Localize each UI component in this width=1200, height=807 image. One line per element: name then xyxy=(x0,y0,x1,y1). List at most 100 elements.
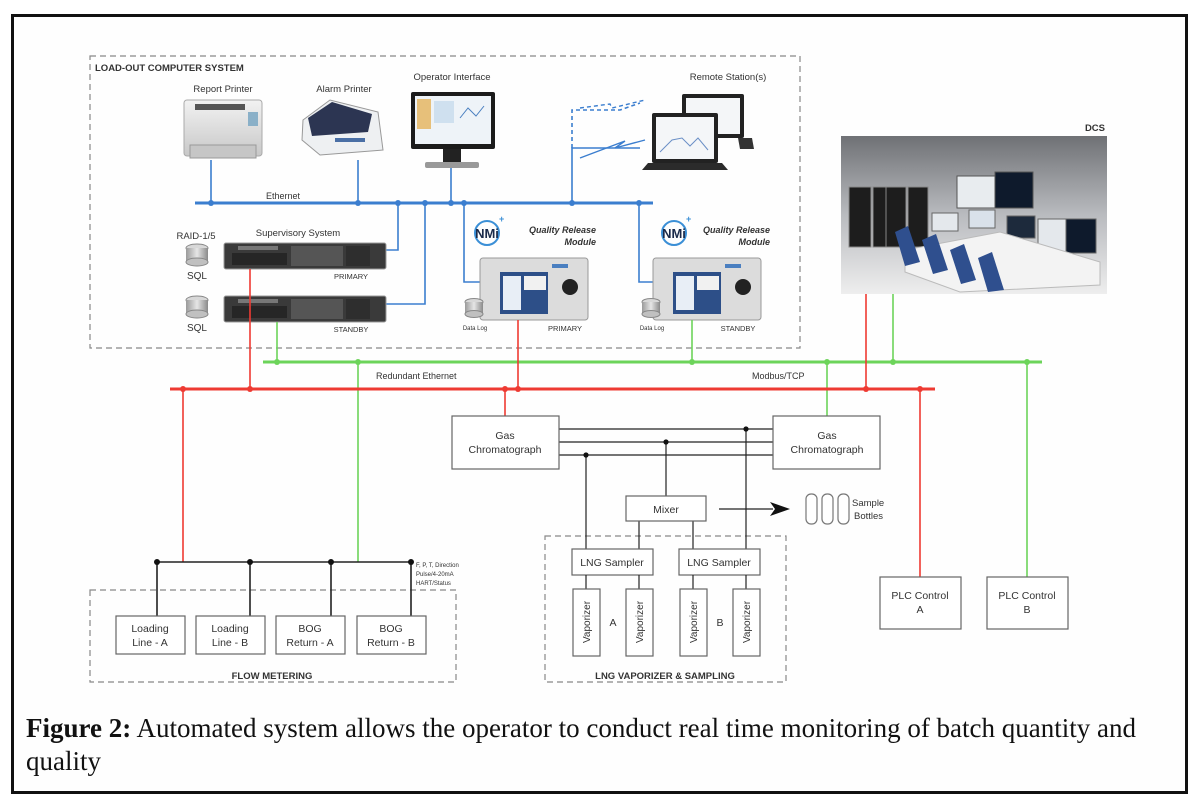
sample-bottles-label-line1: Sample xyxy=(852,498,884,509)
alarm-printer-label: Alarm Printer xyxy=(316,84,371,95)
figure-label: Figure 2: xyxy=(26,713,132,743)
sql-primary-label: SQL xyxy=(187,271,207,282)
flow-signal-junctions xyxy=(154,559,414,565)
lng-sampler-b: LNG Sampler xyxy=(678,548,761,576)
server-primary-label: PRIMARY xyxy=(334,272,368,281)
qrm-standby-label: STANDBY xyxy=(721,324,756,333)
svg-text:PLC Control: PLC Control xyxy=(891,590,948,602)
remote-station-laptop-icon xyxy=(642,94,754,170)
svg-text:Line - A: Line - A xyxy=(132,637,168,649)
svg-text:NMi: NMi xyxy=(475,226,499,241)
qrm-primary-title-line2: Module xyxy=(565,237,597,247)
meter-bog-return-a: BOG Return - A xyxy=(275,615,346,655)
svg-text:B: B xyxy=(1023,604,1030,616)
modbus-tcp-label: Modbus/TCP xyxy=(752,371,805,381)
svg-text:Chromatograph: Chromatograph xyxy=(791,444,864,456)
nmi-logo-primary-icon: NMi + xyxy=(474,214,504,246)
figure-caption: Figure 2: Automated system allows the op… xyxy=(26,712,1166,778)
raid-label: RAID-1/5 xyxy=(176,231,215,242)
qrm-primary-title-line1: Quality Release xyxy=(529,225,596,235)
qrm-standby-device-icon xyxy=(652,257,762,321)
sample-line-junctions xyxy=(583,426,749,458)
dcs-control-room-image xyxy=(841,136,1107,294)
red-network xyxy=(170,269,935,577)
flow-metering-title: FLOW METERING xyxy=(232,671,313,682)
lng-sampler-a: LNG Sampler xyxy=(571,548,654,576)
data-log-standby-label: Data Log xyxy=(640,326,664,332)
green-network-junctions xyxy=(274,359,1030,365)
meter-loading-line-b: Loading Line - B xyxy=(195,615,266,655)
gas-chromatograph-primary: Gas Chromatograph xyxy=(451,415,560,470)
vaporizer-a1: Vaporizer xyxy=(572,588,601,657)
gas-chromatograph-standby: Gas Chromatograph xyxy=(772,415,881,470)
data-log-standby-icon xyxy=(641,298,661,318)
meter-loading-line-a: Loading Line - A xyxy=(115,615,186,655)
qrm-primary-device-icon xyxy=(479,257,589,321)
data-log-primary-icon xyxy=(464,298,484,318)
svg-text:NMi: NMi xyxy=(662,226,686,241)
report-printer-icon xyxy=(183,99,263,159)
qrm-standby-title-line1: Quality Release xyxy=(703,225,770,235)
meter-bog-return-b: BOG Return - B xyxy=(356,615,427,655)
operator-interface-monitor-icon xyxy=(411,92,495,168)
data-log-primary-label: Data Log xyxy=(463,326,487,332)
svg-text:Loading: Loading xyxy=(211,623,249,635)
svg-text:Vaporizer: Vaporizer xyxy=(635,600,646,643)
signal-note-line3: HART/Status xyxy=(416,581,451,587)
vaporizer-b1: Vaporizer xyxy=(679,588,708,657)
svg-text:LNG Sampler: LNG Sampler xyxy=(687,557,751,569)
svg-text:Loading: Loading xyxy=(131,623,169,635)
figure-caption-text: Automated system allows the operator to … xyxy=(26,713,1136,776)
svg-text:Vaporizer: Vaporizer xyxy=(582,600,593,643)
vaporizer-a2: Vaporizer xyxy=(625,588,654,657)
qrm-standby-title-line2: Module xyxy=(739,237,771,247)
signal-note-line1: F, P, T, Direction xyxy=(416,563,459,569)
sample-bottles-icon xyxy=(805,493,850,525)
alarm-printer-icon xyxy=(301,99,384,156)
svg-text:Vaporizer: Vaporizer xyxy=(689,600,700,643)
nmi-logo-standby-icon: NMi + xyxy=(661,214,691,246)
vaporizer-connectors xyxy=(585,575,747,589)
supervisory-server-primary-icon xyxy=(223,242,387,270)
svg-text:Return - A: Return - A xyxy=(286,637,333,649)
vaporizer-sampling-group xyxy=(544,535,787,683)
svg-text:PLC Control: PLC Control xyxy=(998,590,1055,602)
flow-signal-bus xyxy=(156,561,412,616)
vaporizer-group-a-label: A xyxy=(609,617,616,629)
vaporizer-group-b-label: B xyxy=(716,617,723,629)
svg-text:A: A xyxy=(916,604,923,616)
report-printer-label: Report Printer xyxy=(193,84,252,95)
arrow-to-sample-bottles-icon xyxy=(770,502,790,516)
vaporizer-b2: Vaporizer xyxy=(732,588,761,657)
svg-text:Mixer: Mixer xyxy=(653,504,679,516)
redundant-ethernet-label: Redundant Ethernet xyxy=(376,371,457,381)
sample-bottles-label-line2: Bottles xyxy=(854,511,883,522)
flow-metering-group xyxy=(89,589,457,683)
supervisory-server-standby-icon xyxy=(223,295,387,323)
svg-text:Return - B: Return - B xyxy=(367,637,415,649)
ethernet-junctions xyxy=(208,200,642,206)
svg-text:Line - B: Line - B xyxy=(212,637,248,649)
server-standby-label: STANDBY xyxy=(334,325,369,334)
svg-text:BOG: BOG xyxy=(298,623,321,635)
svg-text:+: + xyxy=(686,214,691,224)
red-network-junctions xyxy=(180,386,923,392)
sql-database-primary-icon xyxy=(185,243,209,267)
plc-control-a: PLC Control A xyxy=(879,576,962,630)
svg-text:BOG: BOG xyxy=(379,623,402,635)
svg-text:Vaporizer: Vaporizer xyxy=(742,600,753,643)
qrm-primary-label: PRIMARY xyxy=(548,324,582,333)
sql-database-standby-icon xyxy=(185,295,209,319)
green-network xyxy=(263,294,1042,577)
svg-text:Gas: Gas xyxy=(817,430,836,442)
operator-interface-label: Operator Interface xyxy=(413,72,490,83)
svg-text:+: + xyxy=(499,214,504,224)
load-out-system-group xyxy=(89,55,801,349)
svg-text:Gas: Gas xyxy=(495,430,514,442)
dcs-title: DCS xyxy=(1085,123,1105,134)
ethernet-label: Ethernet xyxy=(266,191,301,201)
sample-lines xyxy=(559,428,773,549)
svg-text:Chromatograph: Chromatograph xyxy=(469,444,542,456)
supervisory-system-label: Supervisory System xyxy=(256,228,341,239)
